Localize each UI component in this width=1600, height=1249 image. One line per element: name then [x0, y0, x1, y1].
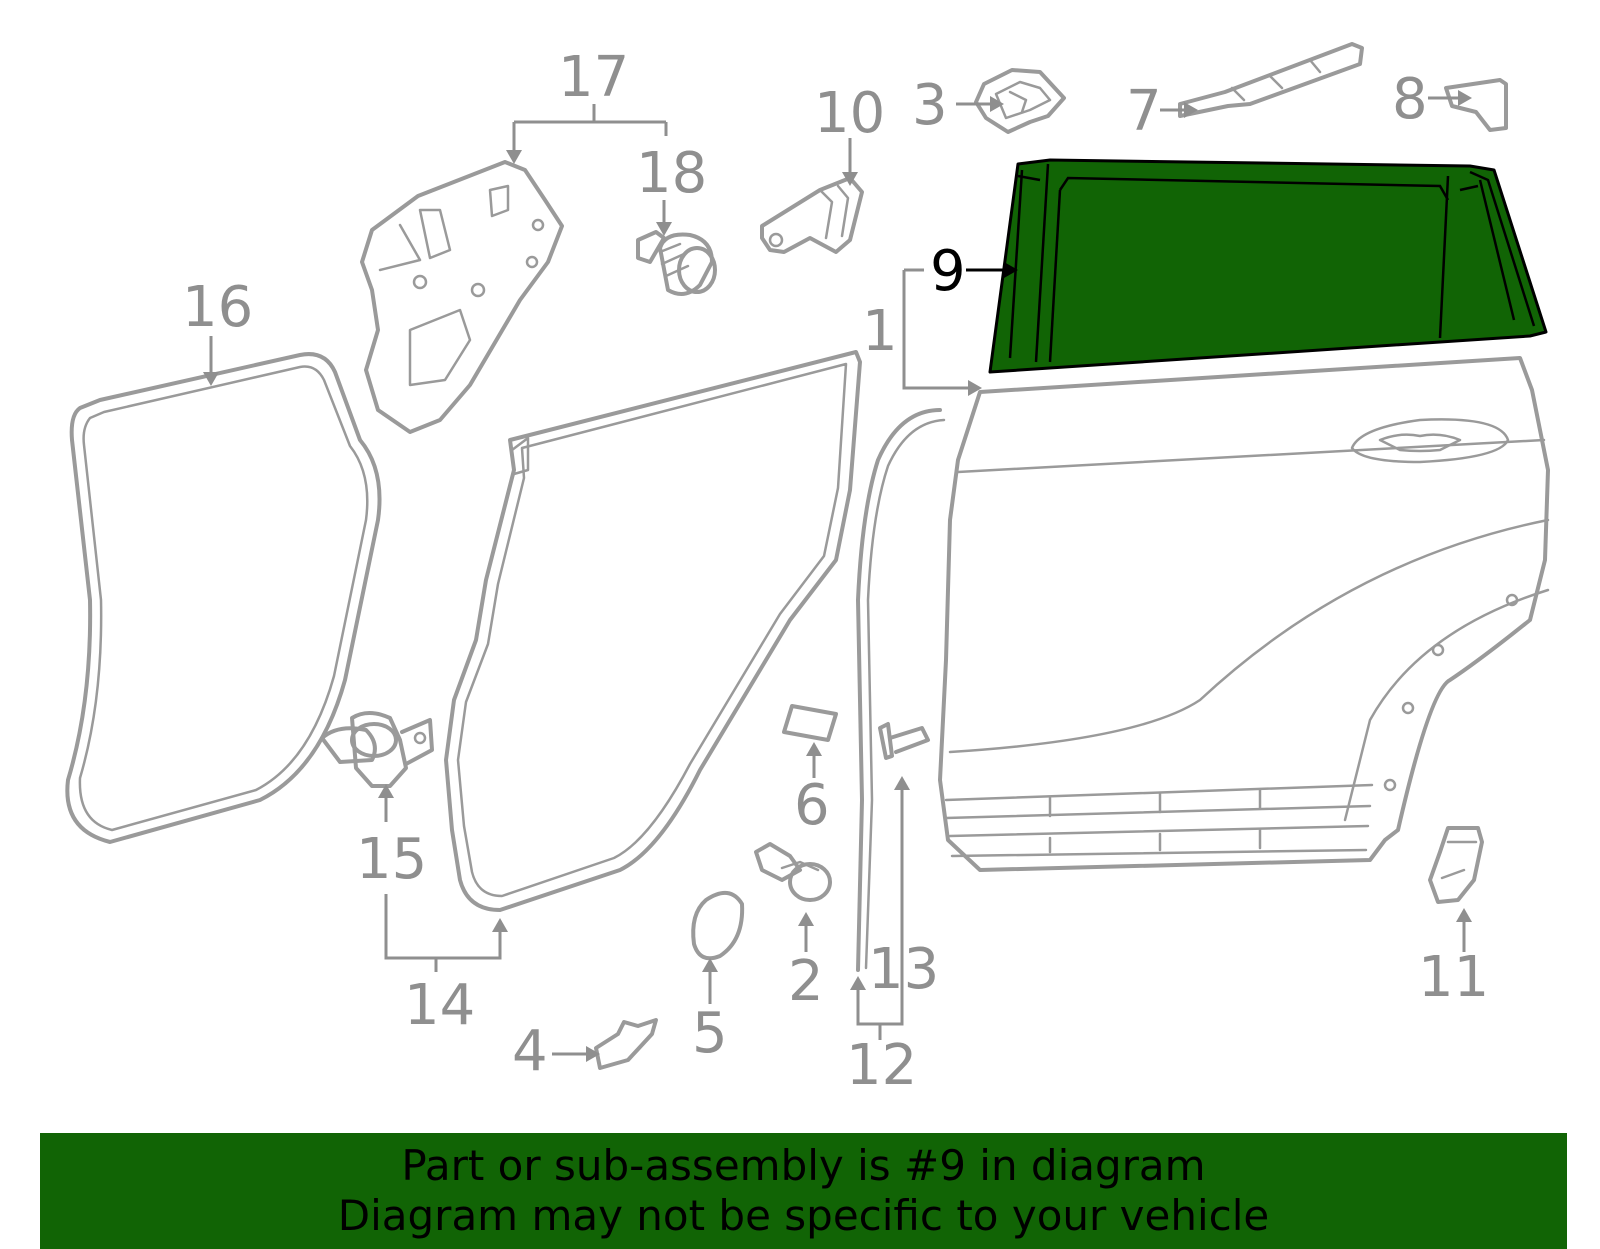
- callout-16: 16: [182, 275, 253, 340]
- callout-6: 6: [794, 773, 830, 838]
- part-12-strip[interactable]: [856, 408, 946, 972]
- part-6-pad[interactable]: [782, 704, 838, 742]
- callout-12: 12: [846, 1033, 917, 1098]
- callout-2: 2: [788, 949, 824, 1014]
- part-7-channel[interactable]: [1178, 42, 1364, 118]
- part-4-clip[interactable]: [594, 1018, 658, 1070]
- callout-18: 18: [636, 141, 707, 206]
- part-1-door-shell[interactable]: [938, 356, 1550, 872]
- part-14-inner-seal[interactable]: [444, 350, 862, 912]
- callout-10: 10: [814, 81, 885, 146]
- part-17-inner-panel[interactable]: [360, 160, 564, 434]
- part-18-clip[interactable]: [636, 230, 717, 296]
- callout-11: 11: [1418, 945, 1489, 1010]
- part-2-bumper[interactable]: [754, 842, 832, 902]
- part-13-clip[interactable]: [878, 722, 930, 760]
- leader-lines: [203, 90, 1472, 1062]
- banner-line-2: Diagram may not be specific to your vehi…: [337, 1191, 1270, 1240]
- callout-9: 9: [930, 239, 966, 304]
- callout-7: 7: [1126, 79, 1162, 144]
- part-10-bracket[interactable]: [760, 176, 864, 254]
- callout-8: 8: [1392, 67, 1428, 132]
- part-8-trim[interactable]: [1444, 78, 1508, 132]
- callout-3: 3: [912, 73, 948, 138]
- callout-5: 5: [692, 1001, 728, 1066]
- part-5-plug[interactable]: [691, 891, 745, 961]
- part-15-hinge[interactable]: [320, 711, 434, 788]
- callout-17: 17: [558, 45, 629, 110]
- callout-14: 14: [404, 973, 475, 1038]
- part-3-clip[interactable]: [974, 68, 1066, 134]
- part-11-cover[interactable]: [1428, 826, 1484, 904]
- callout-15: 15: [356, 827, 427, 892]
- info-banner: Part or sub-assembly is #9 in diagram Di…: [40, 1133, 1567, 1249]
- callout-13: 13: [868, 937, 939, 1002]
- part-9-door-glass[interactable]: [988, 158, 1548, 374]
- callout-1: 1: [862, 299, 898, 364]
- callout-labels: 17 18 10 3 7 8 9 1 16 15 14 6 2 5 4 13 1…: [182, 45, 1489, 1098]
- banner-line-1: Part or sub-assembly is #9 in diagram: [401, 1141, 1206, 1190]
- callout-4: 4: [512, 1019, 548, 1084]
- part-16-weatherstrip[interactable]: [65, 352, 382, 844]
